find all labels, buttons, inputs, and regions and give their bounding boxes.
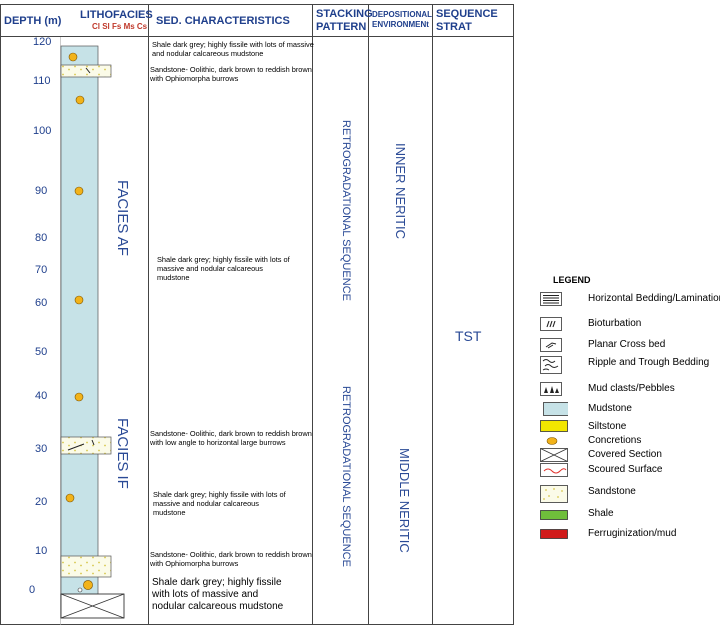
depth-tick-80: 80 xyxy=(35,232,48,244)
bioturbation-icon xyxy=(540,317,562,331)
covered-section-icon xyxy=(540,448,568,462)
header-depth: DEPTH (m) xyxy=(4,15,62,27)
horizontal-bedding-icon xyxy=(540,292,562,306)
depth-tick-40: 40 xyxy=(35,390,48,402)
header-lithofacies: LITHOFACIES xyxy=(80,9,153,21)
shale-swatch-icon xyxy=(540,510,568,520)
facies-label-upper: FACIES AF xyxy=(114,180,131,256)
header-depositional-1: DEPOSITIONAL xyxy=(372,10,433,19)
planar-cross-bed-icon xyxy=(540,338,562,352)
header-sed-characteristics: SED. CHARACTERISTICS xyxy=(156,15,290,27)
mud-clasts-icon xyxy=(540,382,562,396)
stacking-pattern-lower: RETROGRADATIONAL SEQUENCE xyxy=(340,386,352,567)
sed-description-2: Sandstone- Oolithic, dark brown to reddi… xyxy=(150,65,312,83)
depth-tick-90: 90 xyxy=(35,185,48,197)
header-grain-scale: Cl Sl Fs Ms Cs xyxy=(92,22,148,31)
burrow-marks xyxy=(67,67,95,451)
sequence-strat-label: TST xyxy=(455,328,482,344)
environment-lower: MIDDLE NERITIC xyxy=(397,448,412,553)
depth-tick-100: 100 xyxy=(33,125,52,137)
header-depositional-2: ENVIRONMENt xyxy=(372,20,429,29)
legend-title: LEGEND xyxy=(553,275,591,285)
ferruginization-swatch-icon xyxy=(540,529,568,539)
depth-tick-70: 70 xyxy=(35,264,48,276)
depth-tick-50: 50 xyxy=(35,346,48,358)
sed-description-6: Sandstone- Oolithic, dark brown to reddi… xyxy=(150,550,312,568)
sandstone-bed-low xyxy=(60,555,112,578)
depth-tick-10: 10 xyxy=(35,545,48,557)
facies-label-lower: FACIES IF xyxy=(114,418,131,489)
concretion-icon xyxy=(546,437,558,445)
environment-upper: INNER NERITIC xyxy=(393,143,408,240)
depth-tick-0: 0 xyxy=(29,584,36,596)
sed-description-3: Shale dark grey; highly fissile with lot… xyxy=(157,255,290,282)
covered-section-block xyxy=(60,593,125,619)
depth-tick-20: 20 xyxy=(35,496,48,508)
depth-tick-30: 30 xyxy=(35,443,48,455)
header-stacking-2: PATTERN xyxy=(316,21,367,33)
stacking-pattern-upper: RETROGRADATIONAL SEQUENCE xyxy=(340,120,352,301)
sed-description-5: Shale dark grey; highly fissile with lot… xyxy=(153,490,286,517)
mudstone-swatch-icon xyxy=(543,402,568,416)
depth-tick-110: 110 xyxy=(33,75,51,87)
sandstone-swatch-icon xyxy=(540,485,568,503)
header-sequence-2: STRAT xyxy=(436,21,472,33)
sed-description-1: Shale dark grey; highly fissile with lot… xyxy=(152,40,314,58)
sandstone-bed-mid xyxy=(60,436,112,455)
header-stacking-1: STACKING xyxy=(316,8,373,20)
depth-tick-120: 120 xyxy=(33,36,52,48)
header-sequence-1: SEQUENCE xyxy=(436,8,498,20)
sed-description-4: Sandstone- Oolithic, dark brown to reddi… xyxy=(150,429,312,447)
scoured-surface-icon xyxy=(540,463,568,477)
siltstone-swatch-icon xyxy=(540,420,568,432)
mudstone-column xyxy=(60,45,99,597)
concretions xyxy=(65,52,93,590)
ripple-trough-icon xyxy=(540,356,562,374)
depth-tick-60: 60 xyxy=(35,297,48,309)
sandstone-bed-top xyxy=(60,64,112,78)
